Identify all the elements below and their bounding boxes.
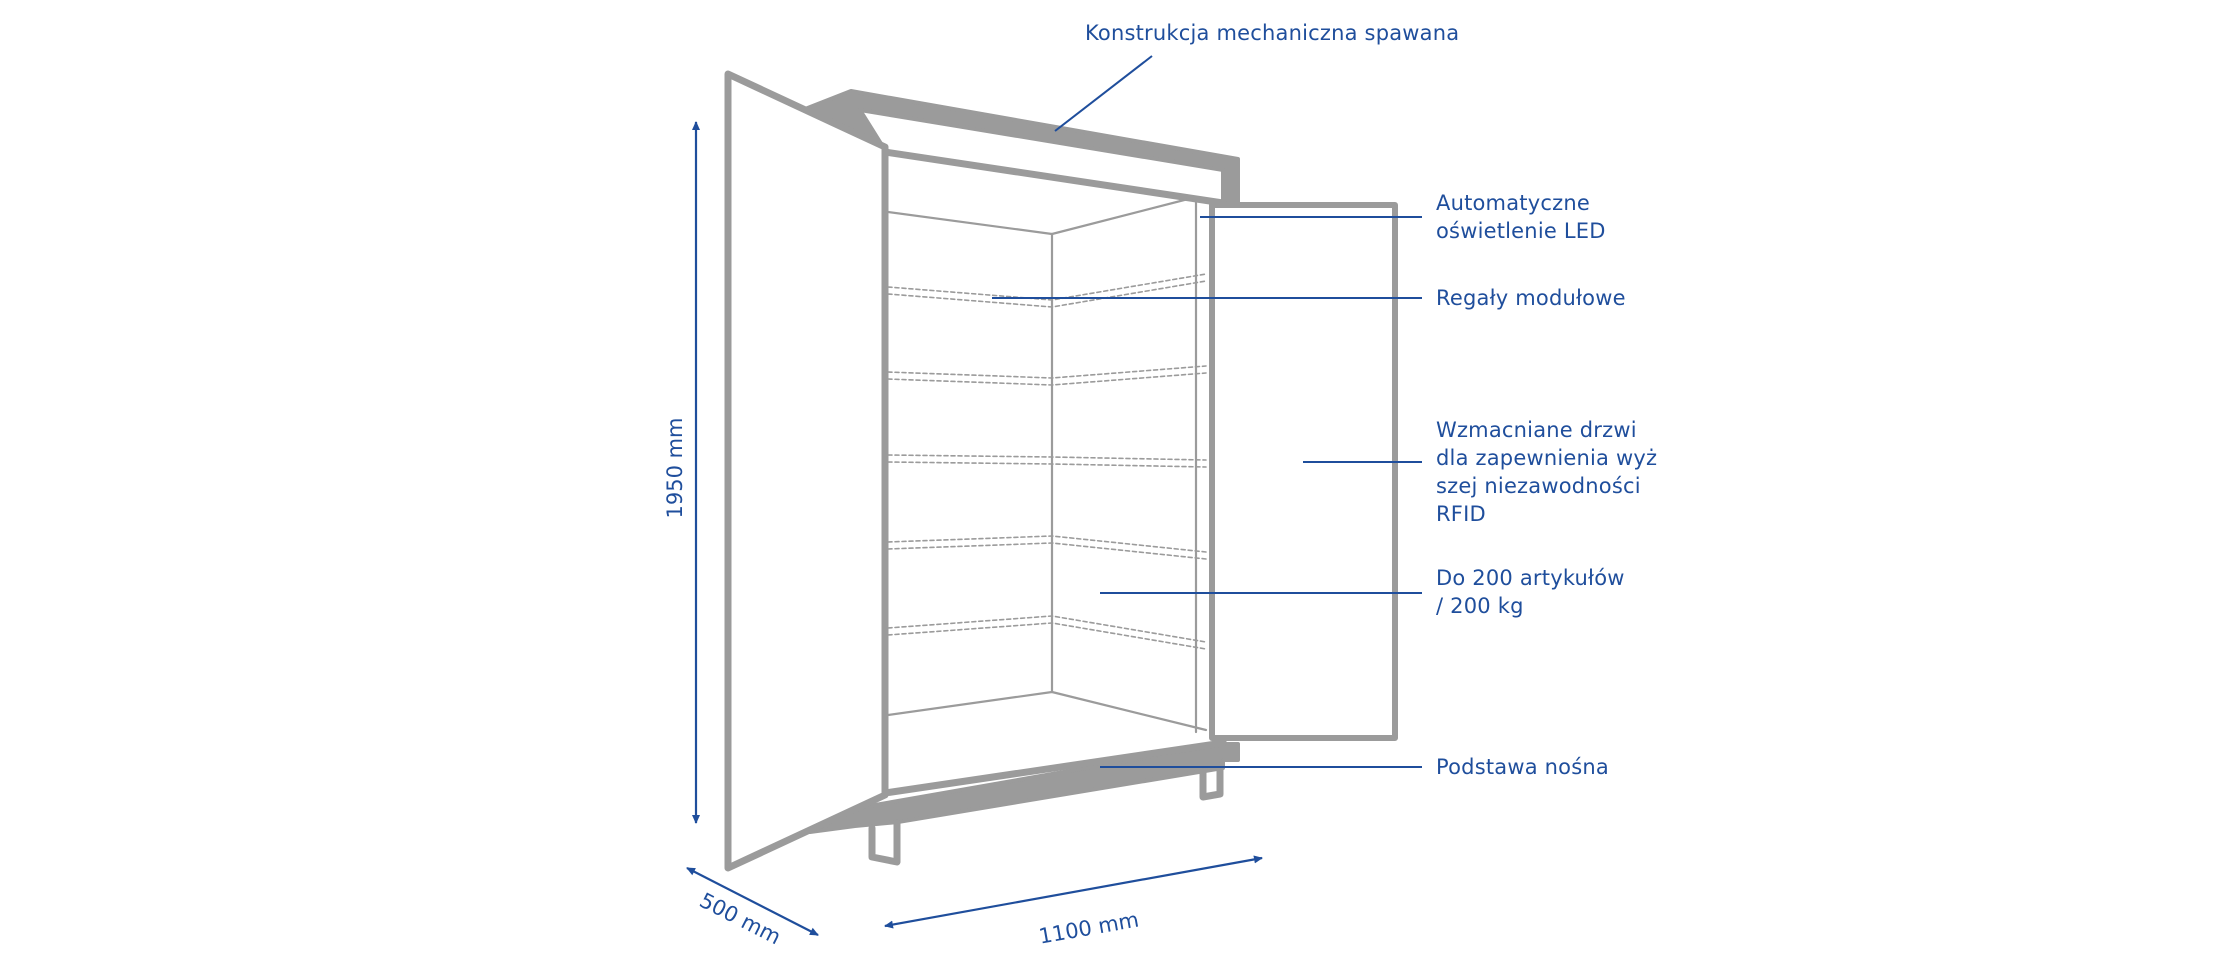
label-capacity-line-1: Do 200 artykułów <box>1436 566 1625 590</box>
label-door-line-3: szej niezawodności <box>1436 474 1641 498</box>
dimension-lines <box>686 121 1263 936</box>
base-foot-left <box>868 819 901 866</box>
shelf-5 <box>887 615 1207 650</box>
shelf-1 <box>887 273 1207 308</box>
cabinet-drawing <box>724 70 1398 872</box>
width-dimension-label: 1100 mm <box>1037 908 1141 949</box>
cabinet-body <box>881 148 1227 797</box>
label-base: Podstawa nośna <box>1436 755 1609 779</box>
left-door-open <box>724 70 889 872</box>
label-capacity-line-2: / 200 kg <box>1436 594 1524 618</box>
right-door <box>1209 202 1398 741</box>
callout-leaders <box>992 55 1422 768</box>
label-led-line-2: oświetlenie LED <box>1436 219 1606 243</box>
callout-labels: Konstrukcja mechaniczna spawana Automaty… <box>1085 21 1657 779</box>
shelves <box>887 273 1207 650</box>
width-dimension-line <box>884 855 1263 929</box>
inner-back-panels <box>886 195 1208 734</box>
label-welded-structure: Konstrukcja mechaniczna spawana <box>1085 21 1459 45</box>
height-dimension-label: 1950 mm <box>663 417 687 518</box>
depth-dimension-line <box>686 867 819 936</box>
leader-welded-structure <box>1054 55 1153 132</box>
depth-dimension-label: 500 mm <box>696 888 785 949</box>
shelf-3 <box>887 454 1207 468</box>
shelf-4 <box>887 535 1207 560</box>
label-door-line-2: dla zapewnienia wyż <box>1436 446 1657 470</box>
label-door-line-4: RFID <box>1436 502 1486 526</box>
base-foot-right <box>1199 762 1224 801</box>
label-door-line-1: Wzmacniane drzwi <box>1436 418 1637 442</box>
label-led-line-1: Automatyczne <box>1436 191 1590 215</box>
shelf-2 <box>887 365 1207 386</box>
label-modular-shelves: Regały modułowe <box>1436 286 1626 310</box>
